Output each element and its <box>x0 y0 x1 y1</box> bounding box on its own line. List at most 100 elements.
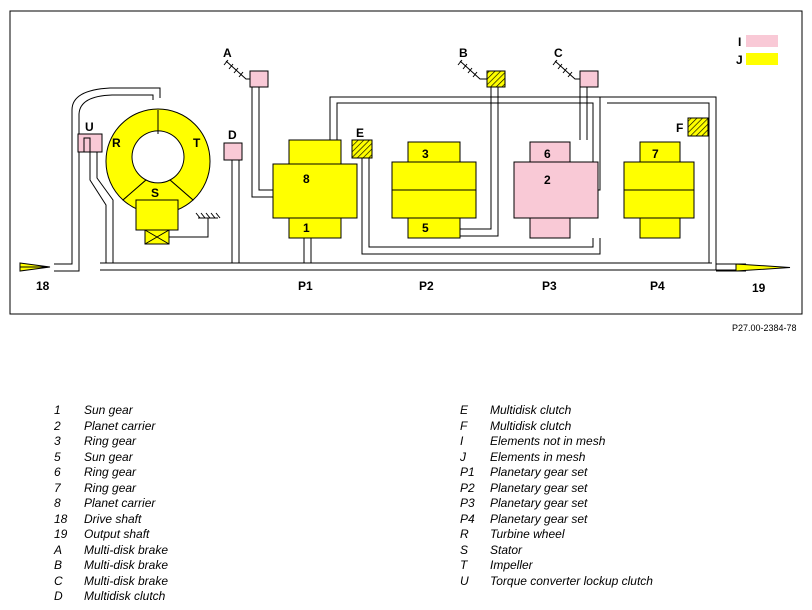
legend-text: Multidisk clutch <box>490 418 572 433</box>
legend-text: Multidisk clutch <box>84 589 166 603</box>
legend-key: U <box>460 573 469 588</box>
key-j-swatch <box>746 53 778 65</box>
label-d: D <box>228 128 237 142</box>
freewheel-cross <box>144 229 170 245</box>
diagram-frame <box>9 10 803 315</box>
label-19: 19 <box>752 281 766 295</box>
label-a: A <box>223 46 232 60</box>
label-p1: P1 <box>298 279 313 293</box>
legend-text: Drive shaft <box>84 511 142 526</box>
legend-key: P4 <box>460 511 475 526</box>
shaft-lines <box>54 83 746 272</box>
legend-text: Elements in mesh <box>490 449 586 464</box>
label-f: F <box>676 121 683 135</box>
legend-key: 18 <box>54 511 68 526</box>
label-e: E <box>356 126 364 140</box>
color-key: I J <box>736 35 778 67</box>
legend-text: Planetary gear set <box>490 511 588 526</box>
planetary-set-p1: 8 1 <box>272 139 358 239</box>
legend-key: E <box>460 403 469 417</box>
legend-text: Torque converter lockup clutch <box>490 573 653 588</box>
stator-ground-line <box>169 218 209 238</box>
legend-key: 7 <box>54 480 61 495</box>
legend-key: T <box>460 558 468 572</box>
legend-text: Output shaft <box>84 527 150 541</box>
legend-text: Sun gear <box>84 403 133 417</box>
label-p2: P2 <box>419 279 434 293</box>
legend-key: 2 <box>54 418 61 433</box>
legend-text: Planetary gear set <box>490 465 588 479</box>
legend-key: A <box>54 542 63 557</box>
label-r: R <box>112 136 121 150</box>
label-3: 3 <box>422 147 429 161</box>
label-p3: P3 <box>542 279 557 293</box>
legend-text: Multi-disk brake <box>84 573 169 588</box>
label-b: B <box>459 46 468 60</box>
legend-text: Multidisk clutch <box>490 403 572 417</box>
legend-key: P2 <box>460 480 475 495</box>
planetary-set-p4: 7 <box>623 141 695 239</box>
clutch-e: E <box>351 126 373 159</box>
output-arrow <box>735 263 791 272</box>
legend-key: I <box>460 434 464 448</box>
brake-b: B <box>457 46 506 88</box>
legend-key: J <box>460 449 466 464</box>
legend-key: P3 <box>460 496 475 510</box>
label-2: 2 <box>544 173 551 187</box>
lockup-clutch-plate <box>83 137 91 153</box>
legend-key: F <box>460 418 468 433</box>
legend-text: Elements not in mesh <box>490 434 606 448</box>
legend-key: 8 <box>54 496 61 510</box>
stator-hub <box>135 199 179 231</box>
legend-key: 19 <box>54 527 68 541</box>
legend-text: Stator <box>490 542 523 557</box>
legend-text: Ring gear <box>84 434 137 448</box>
legend-key: 3 <box>54 434 61 448</box>
legend-key: C <box>54 573 63 588</box>
legend-key: 1 <box>54 403 61 417</box>
key-i-swatch <box>746 35 778 47</box>
planetary-set-p3: 6 2 <box>513 141 599 239</box>
legend-text: Planet carrier <box>84 418 156 433</box>
transmission-diagram: U R T S A B C D E F 8 1 <box>9 10 803 315</box>
label-18: 18 <box>36 279 50 293</box>
legend-key: D <box>54 589 63 603</box>
clutch-d: D <box>223 128 243 161</box>
key-j-label: J <box>736 53 743 67</box>
legend-text: Ring gear <box>84 465 137 479</box>
legend-text: Sun gear <box>84 449 133 464</box>
legend-key: S <box>460 542 469 557</box>
label-c: C <box>554 46 563 60</box>
legend-text: Planetary gear set <box>490 480 588 495</box>
label-1: 1 <box>303 221 310 235</box>
legend-text: Ring gear <box>84 480 137 495</box>
impeller-ring <box>105 108 211 201</box>
legend-key: 5 <box>54 449 61 464</box>
legend-key: R <box>460 527 469 541</box>
label-u: U <box>85 120 94 134</box>
legend-key: B <box>54 558 63 572</box>
legend-text: Turbine wheel <box>490 527 565 541</box>
label-p4: P4 <box>650 279 665 293</box>
label-7: 7 <box>652 147 659 161</box>
legend-key: 6 <box>54 465 61 479</box>
brake-a: A <box>223 46 269 88</box>
label-6: 6 <box>544 147 551 161</box>
legend-text: Planet carrier <box>84 496 156 510</box>
planetary-set-p2: 3 5 <box>391 141 477 239</box>
legend-text: Impeller <box>490 558 533 572</box>
legend-text: Multi-disk brake <box>84 542 169 557</box>
label-5: 5 <box>422 221 429 235</box>
label-8: 8 <box>303 172 310 186</box>
clutch-f: F <box>676 117 709 137</box>
legend-key: P1 <box>460 465 475 479</box>
torque-converter: U R T S <box>77 108 221 245</box>
label-s: S <box>151 186 159 200</box>
label-t: T <box>193 136 201 150</box>
brake-c: C <box>552 46 599 88</box>
legend-text: Planetary gear set <box>490 496 588 510</box>
legend-text: Multi-disk brake <box>84 558 169 572</box>
figure-code: P27.00-2384-78 <box>732 323 797 333</box>
